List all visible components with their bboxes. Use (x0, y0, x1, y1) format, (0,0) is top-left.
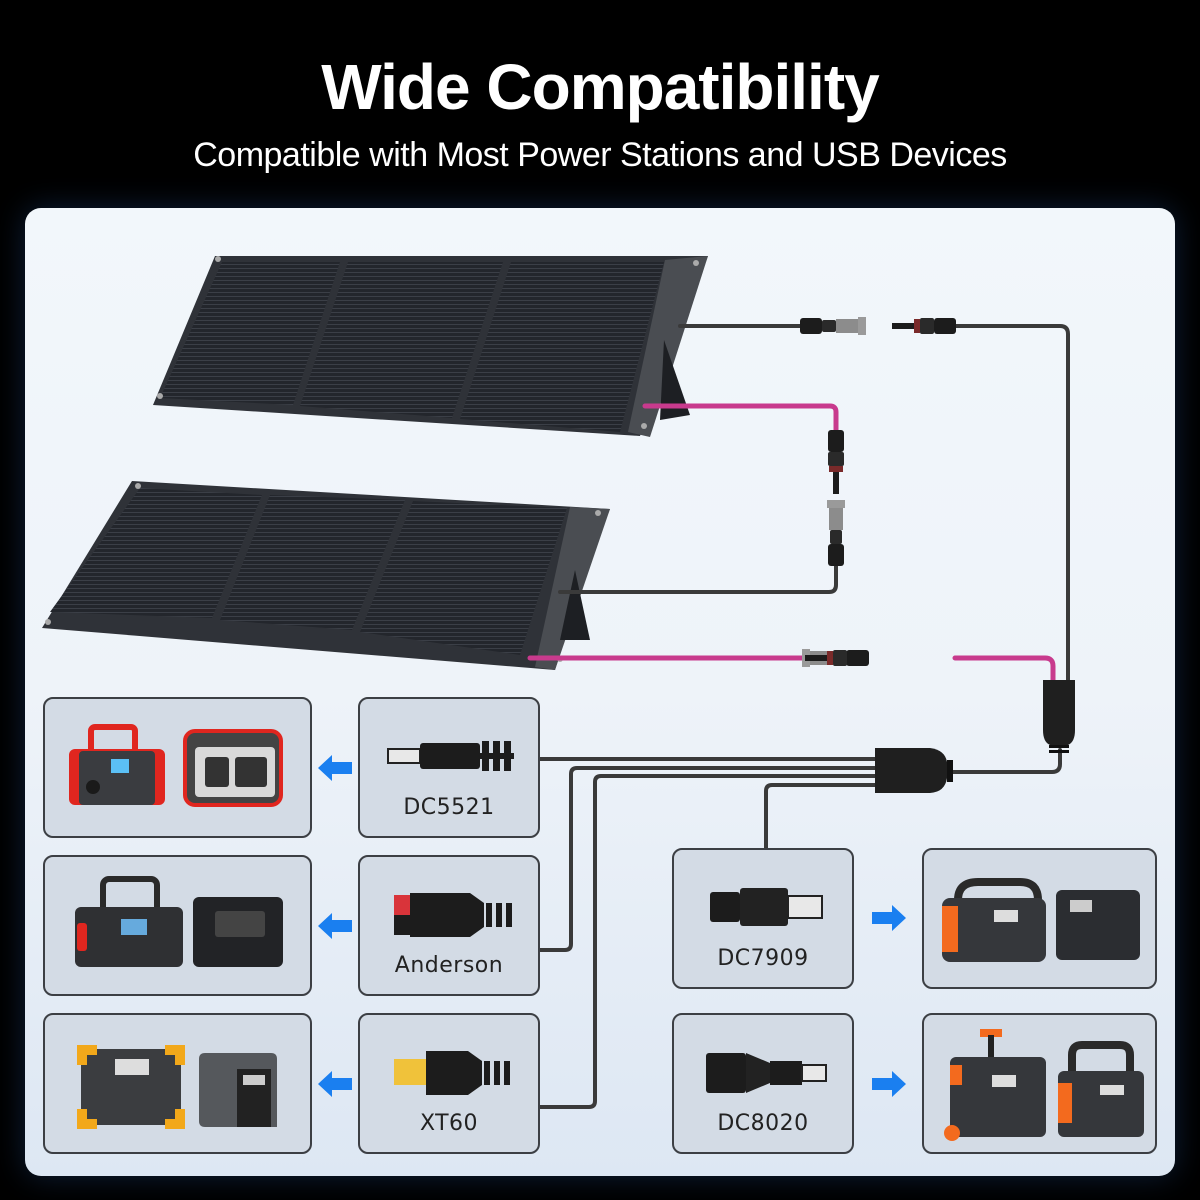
arrow-right-icon (872, 1071, 906, 1097)
connector-label: Anderson (394, 953, 504, 978)
connector-label: DC8020 (717, 1111, 809, 1136)
xt60-plug-icon (394, 1051, 510, 1095)
arrow-left-icon (318, 755, 352, 781)
connector-box-dc5521: DC5521 (358, 697, 540, 838)
arrow-left-icon (318, 913, 352, 939)
connector-box-dc7909: DC7909 (672, 848, 854, 989)
dc5521-plug-icon (387, 741, 514, 771)
connector-box-xt60: XT60 (358, 1013, 540, 1154)
page-subtitle: Compatible with Most Power Stations and … (193, 136, 1007, 174)
orange-black-power-station-icon (942, 878, 1140, 962)
station-box-dc7909 (922, 848, 1157, 989)
station-box-dc5521 (43, 697, 312, 838)
connector-box-anderson: Anderson (358, 855, 540, 996)
connector-label: DC5521 (403, 795, 495, 820)
red-black-power-station-icon (69, 724, 283, 807)
black-red-power-station-icon (75, 876, 283, 967)
station-box-anderson (43, 855, 312, 996)
anderson-plug-icon (394, 893, 512, 937)
connector-label: DC7909 (717, 946, 809, 971)
arrow-left-icon (318, 1071, 352, 1097)
connector-label: XT60 (419, 1111, 479, 1136)
dc8020-plug-icon (706, 1053, 827, 1093)
yellow-bumper-power-station-icon (77, 1045, 277, 1129)
arrow-right-icon (872, 905, 906, 931)
connector-box-dc8020: DC8020 (672, 1013, 854, 1154)
station-box-xt60 (43, 1013, 312, 1154)
station-box-dc8020 (922, 1013, 1157, 1154)
page-title: Wide Compatibility (321, 51, 879, 123)
dc7909-plug-icon (710, 888, 823, 926)
wheeled-power-station-icon (944, 1029, 1144, 1141)
